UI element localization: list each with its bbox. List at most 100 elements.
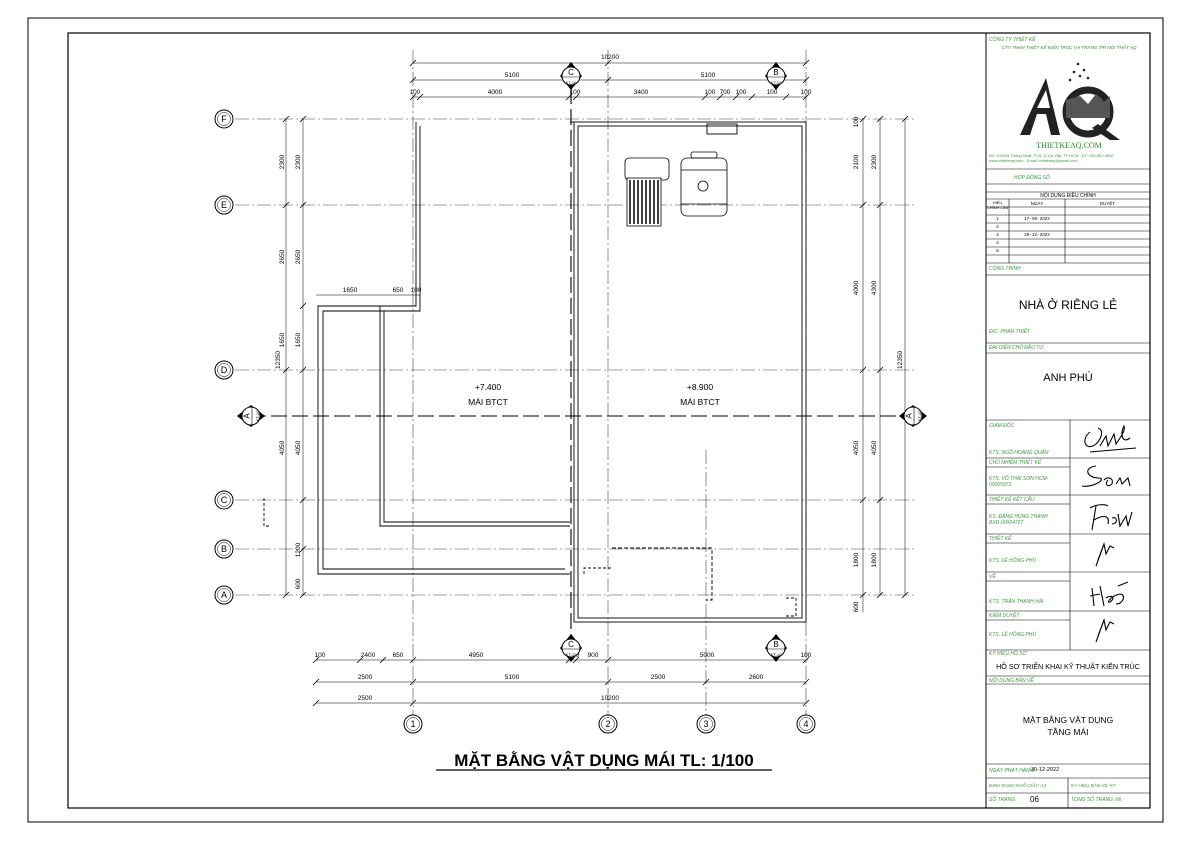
signatures bbox=[1081, 424, 1137, 643]
rev-row-1-date: 17- 06- 2022 bbox=[1024, 216, 1050, 221]
svg-text:C: C bbox=[221, 495, 228, 505]
dim-right-0: 100 bbox=[853, 116, 860, 127]
format-label: ĐỊNH DẠNG KHỔ GIẤY: A3 bbox=[989, 783, 1047, 788]
project-location: Đ/C: PHAN THIẾT bbox=[989, 329, 1031, 335]
dim-left-b3: 1650 bbox=[295, 332, 302, 347]
dim-top-d4: 100 bbox=[705, 89, 716, 96]
section-marker-c-top: C KT-10 bbox=[560, 62, 582, 90]
company-address: ĐC: 535/56 Thống Nhất, P.16, Q.Gò Vấp, T… bbox=[989, 153, 1114, 158]
dim-mid-3: 100 bbox=[411, 287, 422, 294]
dimension-texts: 10200 5100 5100 100 4000 100 3400 100 70… bbox=[275, 54, 904, 702]
company-logo bbox=[1020, 62, 1120, 140]
grid-row-d: D bbox=[214, 360, 234, 380]
svg-text:1: 1 bbox=[410, 719, 415, 729]
dim-bot-d5: 900 bbox=[588, 652, 599, 659]
titleblock-lines bbox=[986, 168, 1150, 808]
svg-text:A: A bbox=[221, 590, 227, 600]
signature-son bbox=[1081, 465, 1131, 487]
page-label: SỐ TRANG: bbox=[989, 797, 1017, 803]
grid-col-1: 1 bbox=[403, 714, 423, 734]
issue-label: NGÀY PHÁT HÀNH: bbox=[989, 768, 1035, 774]
outer-border bbox=[27, 17, 1164, 823]
grid-row-b: B bbox=[214, 539, 234, 559]
section-marker-b-top: B KT-10 bbox=[765, 62, 787, 90]
dim-left-b1: 2300 bbox=[295, 154, 302, 169]
rev-row-5-no: 5 bbox=[996, 248, 999, 253]
dim-top-d1: 4000 bbox=[488, 89, 503, 96]
section-markers: C KT-10 B KT-10 C KT-10 B KT-10 bbox=[237, 62, 927, 662]
project-header: CÔNG TRÌNH bbox=[989, 266, 1021, 272]
drawing-title: MẶT BẰNG VẬT DỤNG MÁI TL: 1/100 bbox=[454, 751, 753, 770]
dim-left-2: 2650 bbox=[279, 249, 286, 264]
dim-bot-d6: 5000 bbox=[700, 652, 715, 659]
dim-right-3: 4000 bbox=[853, 280, 860, 295]
rev-col-3: DUYỆT bbox=[1099, 201, 1116, 206]
dim-top-d0: 100 bbox=[410, 89, 421, 96]
role-4-person: KTS. LÊ HỒNG PHÚ bbox=[989, 558, 1036, 564]
roof-right-level: +8.900 bbox=[687, 382, 714, 392]
dim-left-total: 12350 bbox=[275, 351, 282, 369]
svg-text:KT-10: KT-10 bbox=[566, 80, 577, 85]
svg-text:KT-10: KT-10 bbox=[255, 410, 260, 421]
content-line-2: TẦNG MÁI bbox=[1047, 727, 1089, 737]
dim-bot-s2: 2500 bbox=[651, 674, 666, 681]
svg-text:KT-10: KT-10 bbox=[771, 652, 782, 657]
content-header: NỘI DUNG BẢN VẼ bbox=[989, 678, 1034, 684]
role-6-title: KIỂM DUYỆT bbox=[989, 613, 1020, 619]
signature-quan-stroke bbox=[1089, 447, 1137, 453]
roof-left-label: MÁI BTCT bbox=[468, 397, 508, 407]
grid-row-c: C bbox=[214, 490, 234, 510]
section-marker-a-right: A KT-10 bbox=[899, 405, 927, 427]
svg-text:KT-10: KT-10 bbox=[917, 410, 922, 421]
role-6-person: KTS. LÊ HỒNG PHÚ bbox=[989, 632, 1036, 638]
dim-bot-d7: 100 bbox=[801, 652, 812, 659]
roof-right-label: MÁI BTCT bbox=[680, 397, 720, 407]
dim-right-4: 4300 bbox=[871, 280, 878, 295]
contract-header: HỢP ĐỒNG SỐ bbox=[1014, 175, 1050, 181]
owner-header: ĐẠI DIỆN CHỦ ĐẦU TƯ bbox=[989, 345, 1044, 351]
signature-hai bbox=[1089, 581, 1129, 607]
company-website: THIETKEAQ.COM bbox=[1036, 141, 1102, 150]
role-5-title: VẼ bbox=[989, 574, 996, 580]
rev-col-1: HIỆU CHỈNH LẦN bbox=[986, 200, 1009, 210]
dim-bot-t0: 2500 bbox=[358, 695, 373, 702]
company-header: CÔNG TY THIẾT KẾ bbox=[989, 37, 1036, 43]
svg-text:A: A bbox=[243, 413, 252, 419]
role-2-person: KTS. VÕ THÁI SƠN HCM-00005073 bbox=[989, 476, 1049, 488]
rev-row-4-no: 4 bbox=[996, 240, 999, 245]
inner-border bbox=[67, 32, 1151, 809]
svg-text:B: B bbox=[221, 544, 227, 554]
dim-bot-d0: 100 bbox=[315, 652, 326, 659]
dim-bot-d3: 4950 bbox=[469, 652, 484, 659]
section-marker-c-bottom: C KT-10 bbox=[560, 634, 582, 662]
dim-right-6: 4050 bbox=[871, 440, 878, 455]
rev-row-3-no: 3 bbox=[996, 232, 999, 237]
solar-water-heater bbox=[624, 157, 670, 227]
rev-row-2-no: 2 bbox=[996, 224, 999, 229]
role-4-title: THIẾT KẾ bbox=[989, 536, 1012, 542]
dim-right-7: 1800 bbox=[853, 552, 860, 567]
section-lines bbox=[250, 88, 908, 660]
rev-row-1-no: 1 bbox=[996, 216, 999, 221]
svg-text:C: C bbox=[568, 68, 574, 77]
dim-left-b4: 4050 bbox=[295, 440, 302, 455]
signature-phu-2 bbox=[1095, 618, 1115, 643]
grid-lines bbox=[235, 50, 915, 715]
content-line-1: MẶT BẰNG VẬT DỤNG bbox=[1022, 715, 1114, 725]
role-5-person: KTS. TRẦN THANH HẢI bbox=[989, 599, 1044, 605]
svg-text:B: B bbox=[773, 68, 778, 77]
svg-text:A: A bbox=[905, 413, 914, 419]
dimension-lines bbox=[285, 62, 906, 704]
signature-quan bbox=[1084, 424, 1131, 448]
dim-top-d5: 700 bbox=[720, 89, 731, 96]
dim-left-1: 2300 bbox=[279, 154, 286, 169]
dim-top-d8: 100 bbox=[801, 89, 812, 96]
dim-left-b5: 1200 bbox=[295, 542, 302, 557]
grid-col-2: 2 bbox=[598, 714, 618, 734]
project-name: NHÀ Ở RIÊNG LẺ bbox=[1018, 298, 1118, 312]
dim-right-2: 2300 bbox=[871, 154, 878, 169]
role-1-person: KTS. NGÔ HOÀNG QUÂN bbox=[989, 450, 1049, 456]
svg-text:F: F bbox=[221, 114, 227, 124]
svg-text:B: B bbox=[773, 640, 778, 649]
